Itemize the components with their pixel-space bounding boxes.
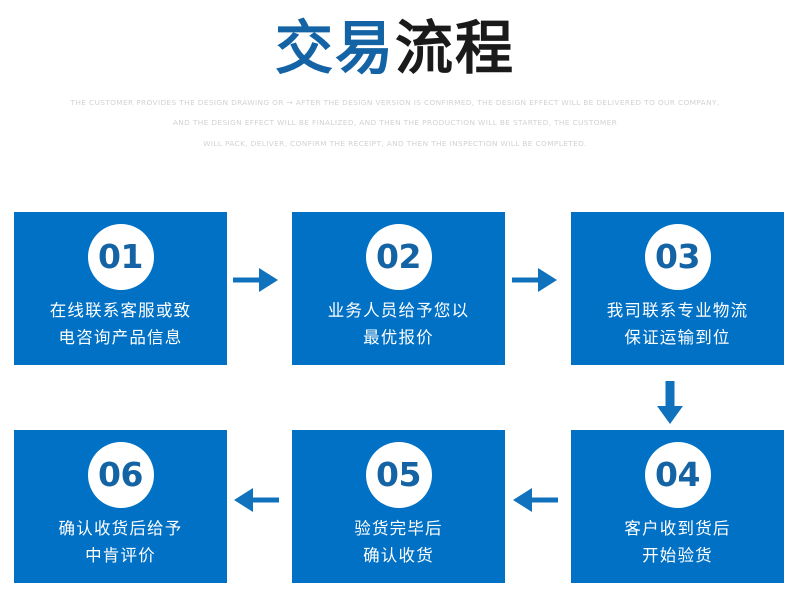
steps-row-bottom: 06 确认收货后给予 中肯评价 05 验货完毕后 确认收货 04 客户收到货后 … bbox=[0, 430, 790, 583]
step-description-line-2: 电咨询产品信息 bbox=[58, 328, 183, 347]
step-card-05: 05 验货完毕后 确认收货 bbox=[292, 430, 505, 583]
step-description-line-1: 验货完毕后 bbox=[354, 519, 443, 538]
step-number-badge: 04 bbox=[644, 442, 711, 508]
step-description-line-2: 开始验货 bbox=[642, 546, 713, 565]
step-description-line-1: 客户收到货后 bbox=[624, 519, 731, 538]
step-card-03: 03 我司联系专业物流 保证运输到位 bbox=[571, 212, 784, 365]
page-title-secondary: 流程 bbox=[395, 14, 516, 82]
step-description: 业务人员给予您以 最优报价 bbox=[328, 297, 470, 351]
step-card-04: 04 客户收到货后 开始验货 bbox=[571, 430, 784, 583]
step-description: 验货完毕后 确认收货 bbox=[354, 515, 443, 569]
step-description: 我司联系专业物流 保证运输到位 bbox=[607, 297, 749, 351]
page-title: 交易流程 bbox=[0, 16, 790, 81]
step-description-line-2: 中肯评价 bbox=[85, 546, 156, 565]
page-title-primary: 交易 bbox=[274, 14, 395, 82]
step-number-badge: 06 bbox=[87, 442, 154, 508]
subtitle-line-3: WILL PACK, DELIVER, CONFIRM THE RECEIPT,… bbox=[203, 138, 587, 148]
step-description-line-2: 确认收货 bbox=[363, 546, 434, 565]
step-card-02: 02 业务人员给予您以 最优报价 bbox=[292, 212, 505, 365]
step-description-line-2: 保证运输到位 bbox=[624, 328, 731, 347]
step-description: 客户收到货后 开始验货 bbox=[624, 515, 730, 569]
step-card-01: 01 在线联系客服或致 电咨询产品信息 bbox=[14, 212, 227, 365]
step-number-badge: 02 bbox=[365, 224, 432, 290]
step-description-line-1: 我司联系专业物流 bbox=[606, 301, 749, 320]
steps-row-top: 01 在线联系客服或致 电咨询产品信息 02 业务人员给予您以 最优报价 03 … bbox=[0, 212, 790, 365]
header: 交易流程 THE CUSTOMER PROVIDES THE DESIGN DR… bbox=[0, 0, 790, 154]
step-description-line-1: 确认收货后给予 bbox=[58, 519, 183, 538]
step-description-line-2: 最优报价 bbox=[363, 328, 434, 347]
step-description-line-1: 在线联系客服或致 bbox=[49, 301, 192, 320]
subtitle-block: THE CUSTOMER PROVIDES THE DESIGN DRAWING… bbox=[0, 93, 790, 155]
step-description-line-1: 业务人员给予您以 bbox=[327, 301, 470, 320]
steps-grid: 01 在线联系客服或致 电咨询产品信息 02 业务人员给予您以 最优报价 03 … bbox=[0, 212, 790, 583]
subtitle-line-2: AND THE DESIGN EFFECT WILL BE FINALIZED,… bbox=[172, 118, 618, 128]
step-description: 在线联系客服或致 电咨询产品信息 bbox=[50, 297, 192, 351]
subtitle-line-1: THE CUSTOMER PROVIDES THE DESIGN DRAWING… bbox=[70, 97, 720, 107]
step-card-06: 06 确认收货后给予 中肯评价 bbox=[14, 430, 227, 583]
step-number-badge: 03 bbox=[644, 224, 711, 290]
step-number-badge: 01 bbox=[87, 224, 154, 290]
step-number-badge: 05 bbox=[365, 442, 432, 508]
step-description: 确认收货后给予 中肯评价 bbox=[59, 515, 183, 569]
